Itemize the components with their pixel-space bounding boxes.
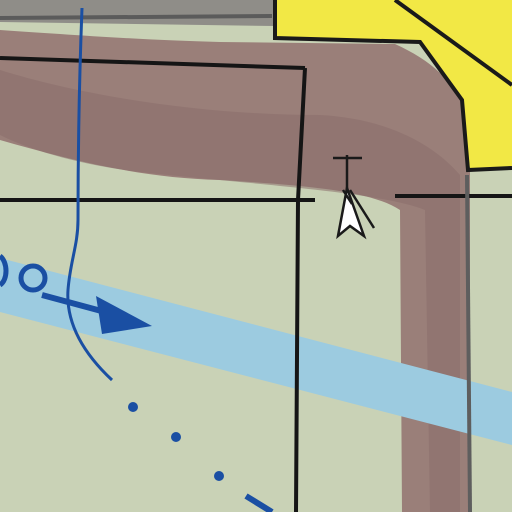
route-circle-partial xyxy=(0,254,9,288)
route-dot xyxy=(128,402,138,412)
route-dot xyxy=(171,432,181,442)
route-vertical-line xyxy=(66,7,114,382)
yellow-building-outline xyxy=(273,0,512,173)
route-arrow-head xyxy=(96,296,152,334)
yellow-building-diagonal xyxy=(393,0,512,87)
relief-band-shade xyxy=(0,70,460,512)
top-road-edge-line xyxy=(0,14,273,20)
boundary-line-upper xyxy=(0,56,306,70)
route-dash xyxy=(244,493,274,512)
top-road-band xyxy=(0,0,275,26)
water-band xyxy=(0,258,512,445)
route-dot xyxy=(214,471,224,481)
route-dotted-path xyxy=(128,402,224,481)
route-circle-marker[interactable] xyxy=(18,263,48,293)
survey-marker-icon[interactable] xyxy=(333,155,376,240)
boundary-line-far-right xyxy=(465,174,472,512)
